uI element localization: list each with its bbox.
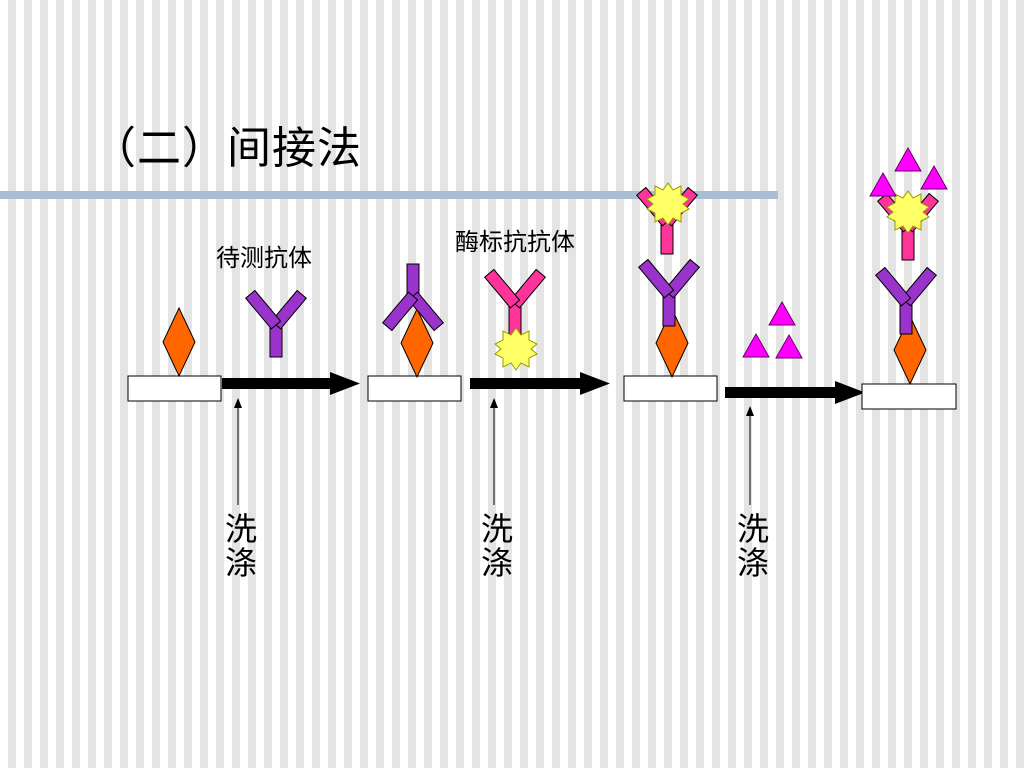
stage-3 [623, 182, 803, 402]
solid-phase-carrier-1 [127, 375, 222, 402]
process-arrow-2 [470, 372, 610, 395]
solid-phase-carrier-3 [623, 375, 718, 402]
solid-phase-carrier-4 [861, 383, 957, 410]
substrate-5 [869, 172, 897, 197]
primary-antibody-free [245, 290, 307, 358]
wash-label-1: 洗 涤 [224, 512, 258, 580]
title-rule [0, 191, 778, 199]
process-arrow-1 [222, 372, 360, 395]
stage-1 [127, 290, 307, 402]
process-arrow-3 [725, 381, 865, 404]
primary-antibody-bound-3 [638, 259, 700, 327]
stage-4 [861, 147, 957, 410]
wash-pointer-3-head [746, 406, 754, 416]
stage-2 [367, 263, 546, 402]
enzyme-label-free [494, 327, 538, 371]
wash-label-3: 洗 涤 [736, 512, 770, 580]
substrate-3 [775, 334, 803, 359]
substrate-2 [742, 333, 770, 358]
substrate-4 [894, 147, 922, 172]
antigen-1 [162, 307, 196, 377]
slide-title: （二）间接法 [92, 123, 362, 174]
solid-phase-carrier-2 [367, 375, 462, 402]
wash-label-2-char-1: 洗 [480, 510, 513, 548]
wash-label-1-char-1: 洗 [224, 510, 257, 548]
label-enzyme-labeled-antibody: 酶标抗抗体 [455, 228, 575, 256]
enzyme-label-4 [886, 190, 930, 234]
primary-antibody-bound-4 [875, 267, 937, 335]
secondary-antibody-free [484, 269, 546, 337]
wash-pointer-1-head [234, 398, 242, 408]
wash-label-1-char-2: 涤 [224, 544, 257, 582]
wash-label-3-char-2: 涤 [736, 544, 769, 582]
label-antibody-to-test: 待测抗体 [216, 244, 312, 272]
enzyme-label-3 [646, 182, 690, 226]
wash-label-2: 洗 涤 [480, 512, 514, 580]
substrate-6 [920, 165, 948, 190]
substrate-1 [768, 301, 796, 326]
wash-label-2-char-2: 涤 [480, 544, 513, 582]
wash-label-3-char-1: 洗 [736, 510, 769, 548]
wash-pointer-2-head [490, 398, 498, 408]
